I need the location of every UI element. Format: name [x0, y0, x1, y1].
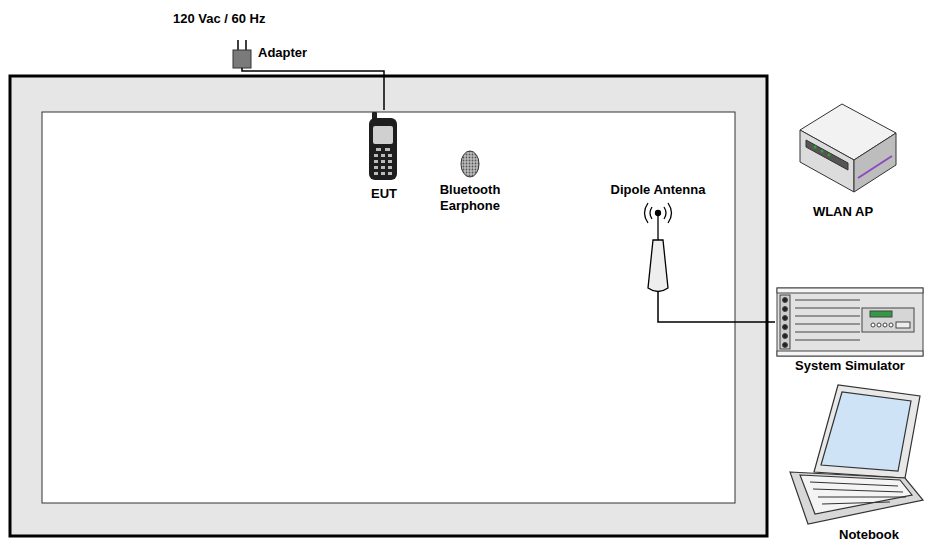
notebook-node: Notebook	[780, 383, 920, 543]
phone-node: EUT	[362, 110, 406, 204]
device-label: Adapter	[258, 45, 307, 61]
simulator-icon	[777, 288, 923, 356]
device-label: Notebook	[824, 527, 914, 543]
cable	[658, 292, 775, 322]
power-rating: 120 Vac / 60 Hz	[173, 11, 266, 27]
chamber-inner	[42, 112, 735, 503]
cable	[242, 68, 384, 110]
simulator-node: System Simulator	[775, 287, 925, 379]
phone-icon	[369, 112, 397, 180]
device-label: Bluetooth Earphone	[428, 182, 512, 214]
adapter-node: Adapter	[228, 38, 312, 68]
device-label: Dipole Antenna	[592, 182, 724, 198]
device-label: EUT	[362, 186, 406, 202]
device-label: WLAN AP	[788, 204, 898, 220]
device-label: System Simulator	[775, 358, 925, 374]
access-point-icon	[800, 104, 896, 192]
antenna-node: Dipole Antenna	[592, 182, 724, 292]
earphone-icon	[461, 151, 479, 177]
earphone-node: Bluetooth Earphone	[428, 148, 512, 218]
notebook-icon	[790, 385, 923, 524]
adapter-icon	[233, 40, 251, 68]
chamber-outer	[10, 76, 767, 536]
antenna-icon	[645, 203, 672, 292]
access-point-node: WLAN AP	[788, 98, 898, 226]
